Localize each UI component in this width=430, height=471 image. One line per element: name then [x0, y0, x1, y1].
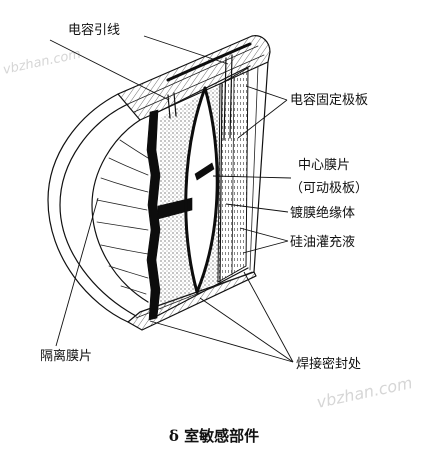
center-diaphragm-right	[195, 86, 219, 294]
fixed-plate-layer	[231, 76, 235, 276]
label-silicone-oil: 硅油灌充液	[290, 234, 355, 250]
corrugation-line	[96, 199, 148, 211]
corrugation-line	[100, 244, 149, 255]
bottom-band-section	[127, 271, 257, 331]
leader-silicone-oil-a	[239, 227, 289, 242]
label-center-diaphragm: 中心膜片	[298, 158, 350, 173]
leader-weld-seal-a	[149, 320, 294, 363]
corrugation-line	[108, 157, 149, 176]
housing-rim-inner	[59, 103, 137, 317]
center-diaphragm-left	[184, 86, 207, 294]
housing-right-edge	[253, 61, 269, 273]
corrugation-line	[120, 285, 147, 295]
label-coated-insulator: 镀膜绝缘体	[290, 205, 355, 221]
label-capacitor-lead: 电容引线	[68, 22, 120, 38]
housing-rim-outer	[47, 93, 129, 323]
leader-weld-seal-c	[243, 271, 294, 363]
left-metal-wall	[146, 109, 161, 321]
top-band-black-ring	[166, 42, 252, 82]
center-diaphragm-lead-tab	[194, 162, 215, 181]
capacitor-lead-short-b	[173, 92, 177, 117]
leader-isolation-diaphragm	[55, 197, 99, 347]
center-connecting-bar	[157, 197, 193, 220]
watermark-bottom-right: vbzhan.com	[315, 373, 414, 412]
capacitor-lead-long-b	[229, 54, 233, 139]
isolation-diaphragm-corrugations	[96, 139, 149, 295]
leader-weld-seal-b	[199, 297, 294, 363]
label-weld-seal: 焊接密封处	[296, 356, 361, 372]
leader-capacitor-lead-b	[143, 35, 229, 65]
capacitor-lead-short-a	[167, 94, 171, 119]
leader-coated-insulator	[225, 203, 289, 213]
leader-silicone-oil-b	[242, 240, 289, 254]
leader-fixed-plate-b	[237, 99, 288, 139]
corrugation-line	[119, 139, 149, 159]
isolation-diaphragm-edge	[91, 119, 149, 303]
label-movable-plate: （可动极板）	[290, 181, 368, 196]
leader-capacitor-lead-a	[49, 39, 170, 101]
label-fixed-plate: 电容固定极板	[290, 92, 368, 108]
leader-center-diaphragm	[212, 175, 292, 179]
corrugation-line	[108, 265, 149, 279]
fixed-plate-surface	[219, 83, 223, 283]
housing-right-inner-edge	[249, 65, 259, 271]
top-band-layer	[133, 54, 265, 113]
figure-caption: δ 室敏感部件	[169, 427, 259, 445]
watermark-top-left: vbzhan.com	[2, 47, 83, 78]
corrugation-line	[96, 221, 149, 231]
leader-fixed-plate-a	[245, 85, 288, 101]
corrugation-line	[100, 177, 149, 193]
leader-lines	[49, 35, 294, 363]
capacitor-lead-long-a	[223, 57, 227, 141]
cell-bottom-edge	[156, 267, 249, 317]
label-isolation-diaphragm: 隔离膜片	[40, 348, 92, 364]
top-band-layer	[127, 45, 259, 105]
